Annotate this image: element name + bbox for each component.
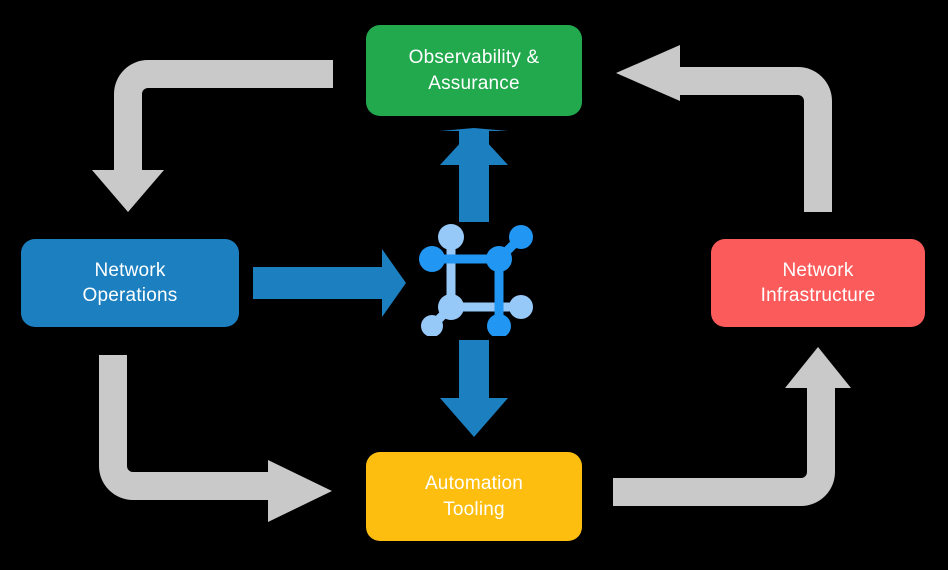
gray-arrow-netinfra-to-observability xyxy=(616,45,832,212)
node-box-network-infrastructure[interactable]: Network Infrastructure xyxy=(711,239,925,327)
gray-arrow-netops-to-automation xyxy=(99,355,332,522)
blue-arrow-center-to-automation xyxy=(440,340,508,437)
blue-arrow-netops-to-center xyxy=(253,249,406,317)
node-box-observability-assurance[interactable]: Observability & Assurance xyxy=(366,25,582,116)
node-box-network-operations[interactable]: Network Operations xyxy=(21,239,239,327)
node-label-network-operations: Network Operations xyxy=(82,259,178,306)
network-topology-icon xyxy=(419,224,533,336)
node-label-automation-tooling: Automation Tooling xyxy=(424,473,524,520)
topology-nodes-secondary xyxy=(421,224,533,336)
blue-arrow-center-to-observability xyxy=(440,128,508,222)
topology-nodes-primary xyxy=(419,225,533,336)
node-label-observability-assurance: Observability & Assurance xyxy=(408,47,540,94)
gray-arrow-automation-to-netinfra xyxy=(613,347,851,506)
node-label-network-infrastructure: Network Infrastructure xyxy=(760,259,876,306)
node-box-automation-tooling[interactable]: Automation Tooling xyxy=(366,452,582,541)
gray-arrow-observability-to-netops xyxy=(92,60,333,212)
